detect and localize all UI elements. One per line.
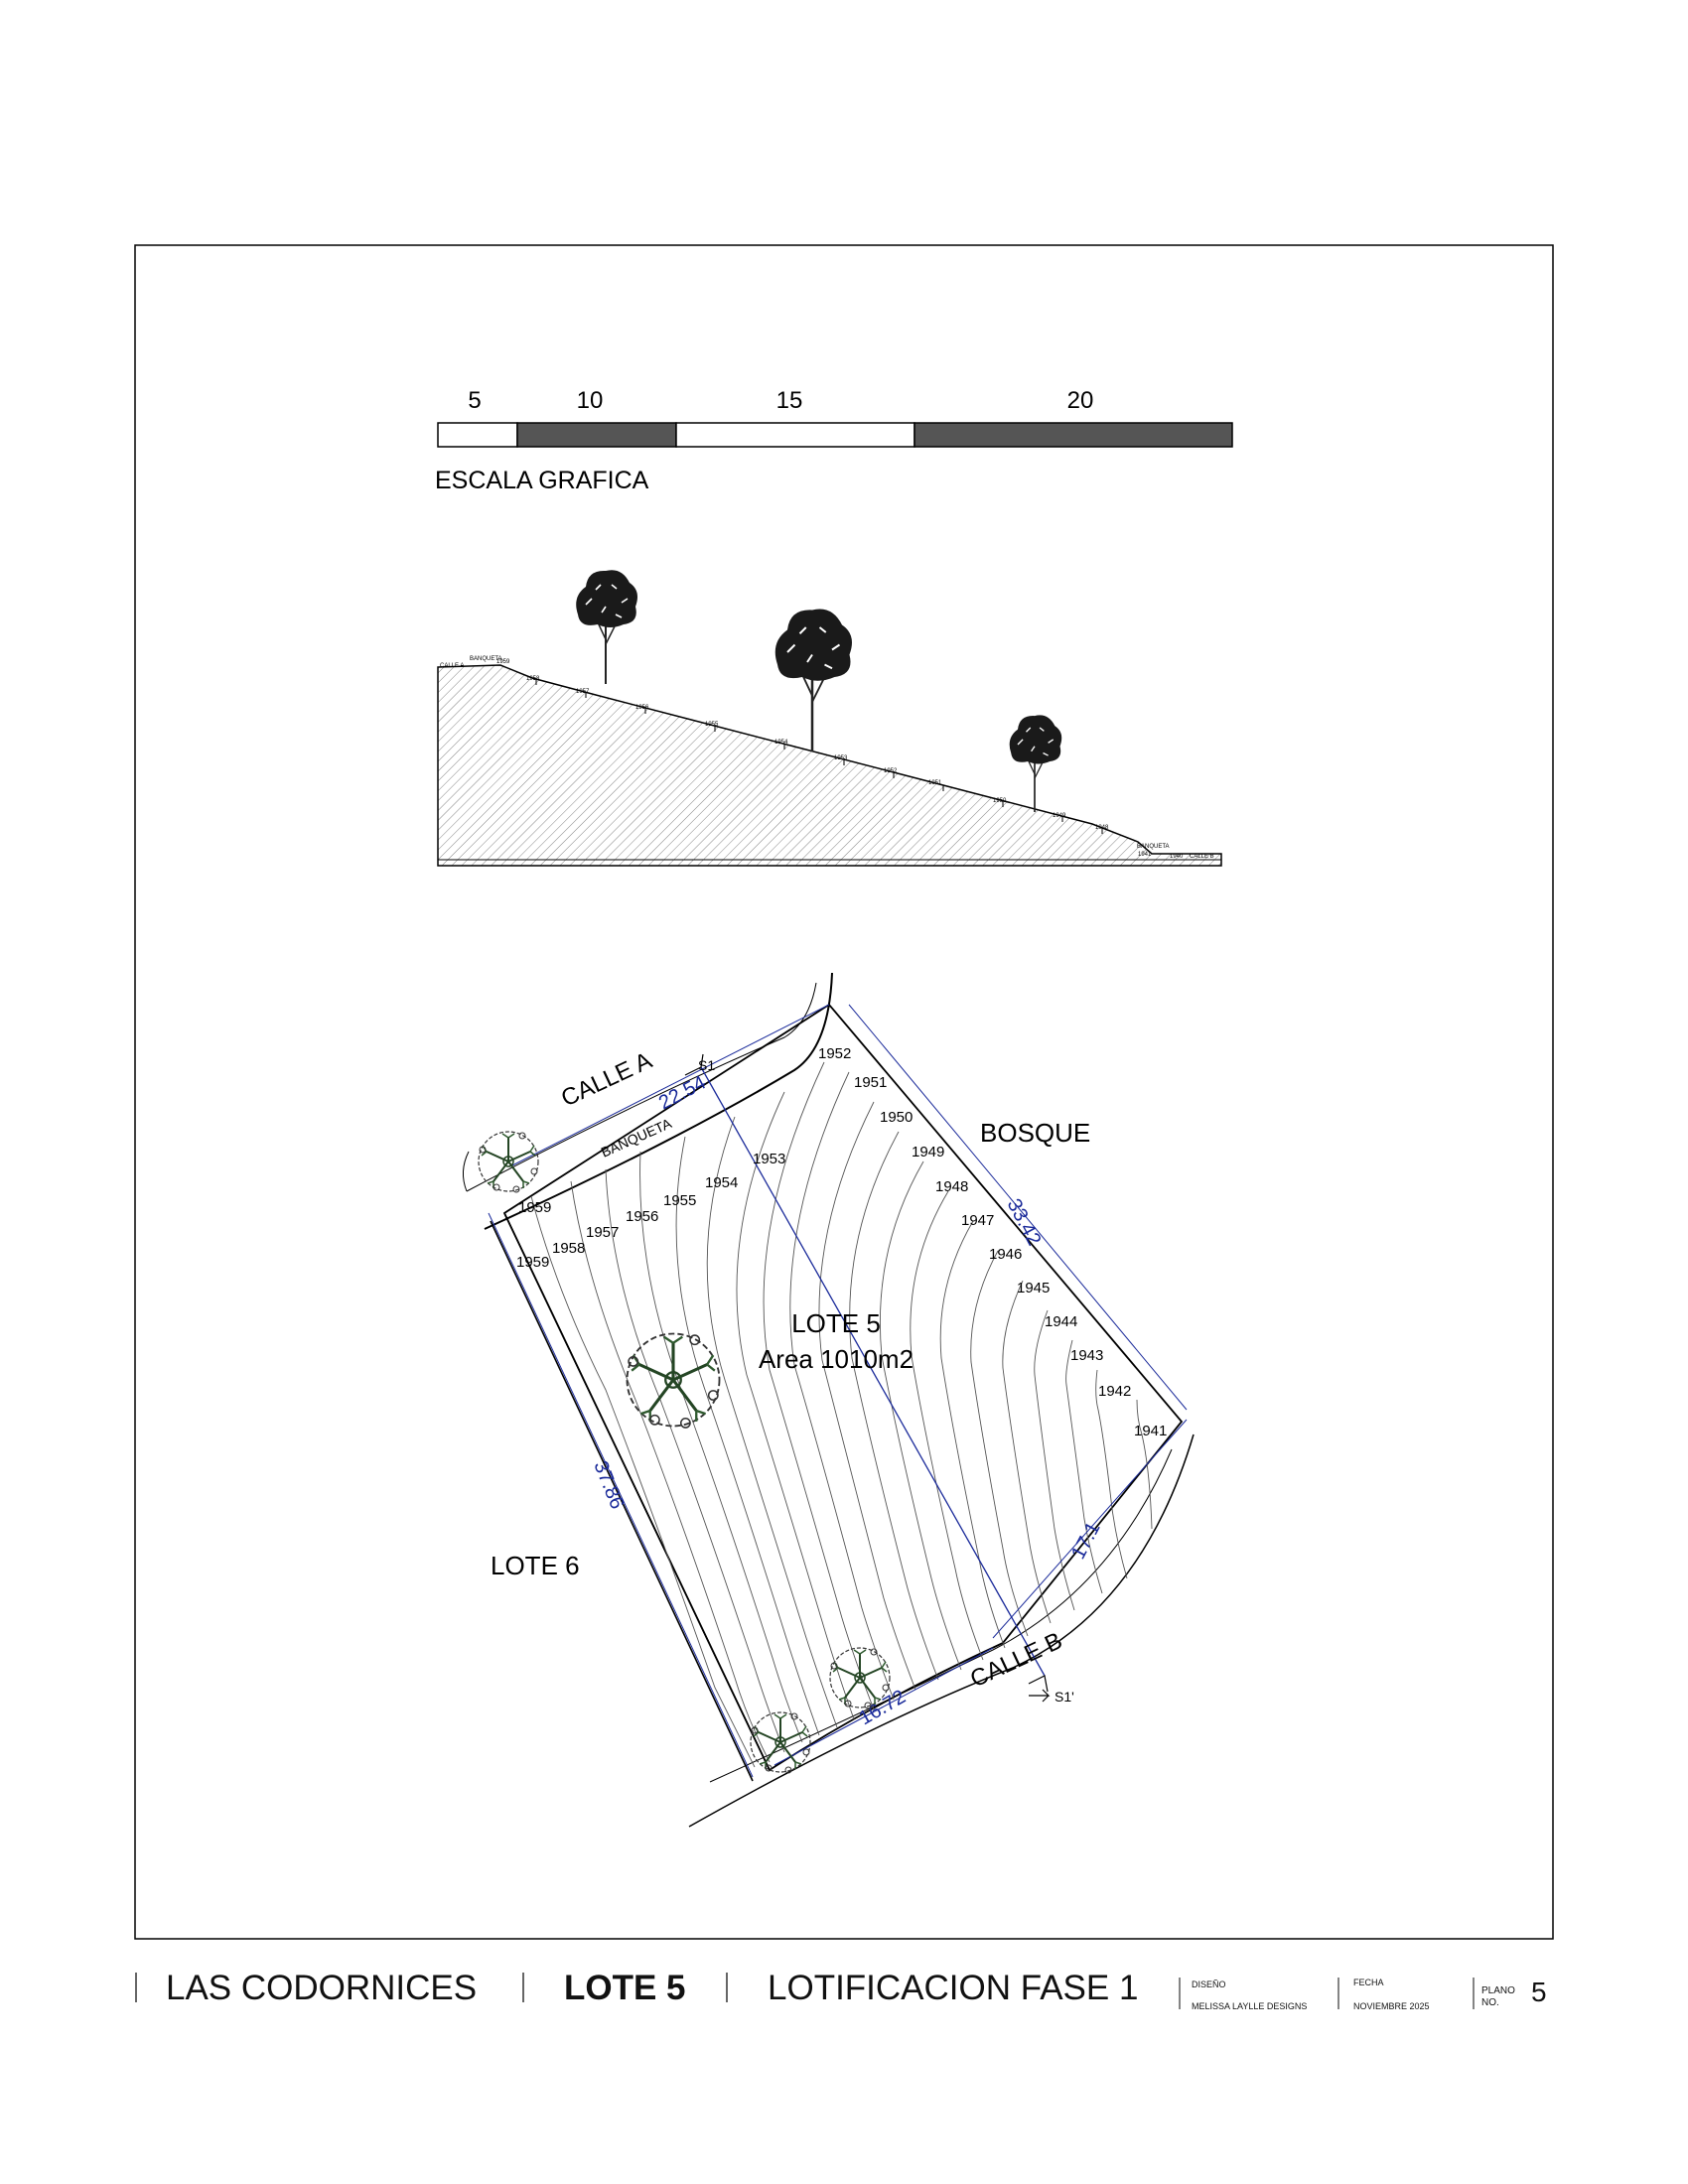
- section-contour-label: 1949: [1053, 813, 1066, 819]
- tree-elevation-icon: [774, 608, 854, 753]
- contour-lines: [530, 1061, 1153, 1768]
- calle-b-sidewalk-line: [709, 1448, 1173, 1783]
- section-end-arrow: [1029, 1689, 1051, 1703]
- lot-area: Area 1010m2: [759, 1344, 914, 1374]
- dimension-lines: [488, 1004, 1188, 1778]
- dimension-front-b1: 17.1: [1067, 1519, 1105, 1564]
- contour-label: 1945: [1017, 1280, 1050, 1297]
- contour-label: 1954: [705, 1174, 738, 1191]
- design-label: DISEÑO: [1192, 1979, 1226, 1989]
- section-contour-label: 1950: [993, 798, 1007, 804]
- contour-label: 1958: [552, 1240, 585, 1257]
- scale-tick-label: 15: [776, 387, 803, 414]
- section-label-right: 1940: [1170, 854, 1184, 860]
- section-end-label: S1': [1055, 1689, 1074, 1705]
- section-profile: CALLE A BANQUETA 1959 1958 1957 1956 195…: [437, 569, 1222, 867]
- tree-plan-icon: [478, 1131, 539, 1193]
- dimension-front-a: 22.54: [655, 1071, 710, 1114]
- terrain-hatch: [437, 664, 1222, 867]
- dimension-side-right: 33.42: [1003, 1195, 1046, 1250]
- scale-segment-4: [914, 422, 1233, 448]
- calle-a-corner: [463, 1151, 470, 1192]
- calle-a-sidewalk-line: [466, 982, 817, 1192]
- contour-label: 1943: [1070, 1347, 1103, 1364]
- tree-plan-icon: [625, 1331, 722, 1430]
- lote-6-boundary: [490, 1212, 771, 1782]
- contour-label: 1941: [1134, 1423, 1167, 1439]
- section-contour-label: 1953: [834, 755, 848, 761]
- phase-title: LOTIFICACION FASE 1: [768, 1969, 1138, 2007]
- section-label-right: BANQUETA: [1137, 844, 1170, 850]
- tree-plan-icon: [829, 1647, 891, 1709]
- contour-label: 1957: [586, 1224, 619, 1241]
- section-label-left: CALLE A: [440, 663, 464, 669]
- sidewalk-label: BANQUETA: [599, 1115, 675, 1160]
- contour-label: 1950: [880, 1109, 913, 1126]
- calle-a-curb: [484, 972, 833, 1230]
- dimension-side-left: 37.86: [589, 1458, 628, 1513]
- section-label-left: 1959: [496, 659, 510, 665]
- section-contour-label: 1958: [526, 676, 540, 682]
- date-value: NOVIEMBRE 2025: [1353, 2001, 1430, 2011]
- section-contour-label: 1955: [705, 722, 719, 728]
- plan-number: 5: [1531, 1977, 1547, 2007]
- section-contour-label: 1951: [928, 780, 942, 786]
- section-contour-label: 1954: [774, 740, 788, 746]
- contour-label: 1942: [1098, 1383, 1131, 1400]
- neighbor-lot-label: LOTE 6: [491, 1551, 580, 1580]
- contour-label: 1956: [626, 1208, 658, 1225]
- scale-tick-label: 5: [468, 387, 481, 414]
- section-arrows: [684, 1053, 1049, 1693]
- plan-number-label: NO.: [1481, 1997, 1499, 2008]
- lot-plan: 22.54 33.42 37.86 17.1 16.72 1959 1959 1…: [463, 972, 1195, 1828]
- section-line: [700, 1066, 1046, 1677]
- project-name: LAS CODORNICES: [166, 1969, 477, 2007]
- contour-label: 1946: [989, 1246, 1022, 1263]
- scale-caption: ESCALA GRAFICA: [435, 467, 649, 494]
- contour-label: 1959: [518, 1199, 551, 1216]
- graphic-scale: 5 10 15 20 ESCALA GRAFICA: [435, 387, 1233, 494]
- section-label-right: CALLE B: [1190, 854, 1214, 860]
- title-block: LAS CODORNICES LOTE 5 LOTIFICACION FASE …: [135, 1969, 1547, 2011]
- contour-label: 1949: [912, 1144, 944, 1160]
- tree-elevation-icon: [1008, 714, 1063, 813]
- scale-tick-label: 20: [1067, 387, 1094, 414]
- contour-label: 1947: [961, 1212, 994, 1229]
- contour-label: 1959: [516, 1254, 549, 1271]
- section-contour-ticks: [535, 679, 1103, 834]
- scale-segment-1: [437, 422, 518, 448]
- contour-label: 1944: [1045, 1313, 1077, 1330]
- forest-label: BOSQUE: [980, 1118, 1090, 1148]
- lot-name: LOTE 5: [791, 1308, 881, 1338]
- tree-elevation-icon: [575, 569, 638, 685]
- contour-label: 1953: [753, 1151, 785, 1167]
- section-label-left: BANQUETA: [470, 656, 502, 662]
- contour-label: 1948: [935, 1178, 968, 1195]
- plan-number-label: PLANO: [1481, 1985, 1515, 1996]
- design-value: MELISSA LAYLLE DESIGNS: [1192, 2001, 1307, 2011]
- date-label: FECHA: [1353, 1978, 1384, 1987]
- contour-label: 1951: [854, 1074, 887, 1091]
- section-label-right: 1941: [1138, 852, 1152, 858]
- section-contour-label: 1957: [576, 689, 590, 695]
- sheet-border: [134, 244, 1554, 1940]
- scale-segment-2: [516, 422, 677, 448]
- section-contour-label: 1956: [635, 705, 649, 711]
- contour-label: 1952: [818, 1045, 851, 1062]
- section-start-label: S1: [698, 1057, 715, 1073]
- section-contour-label: 1948: [1095, 825, 1109, 831]
- contour-label: 1955: [663, 1192, 696, 1209]
- section-contour-label: 1952: [884, 768, 898, 774]
- scale-tick-label: 10: [577, 387, 604, 414]
- scale-segment-3: [675, 422, 915, 448]
- lot-title: LOTE 5: [564, 1969, 686, 2007]
